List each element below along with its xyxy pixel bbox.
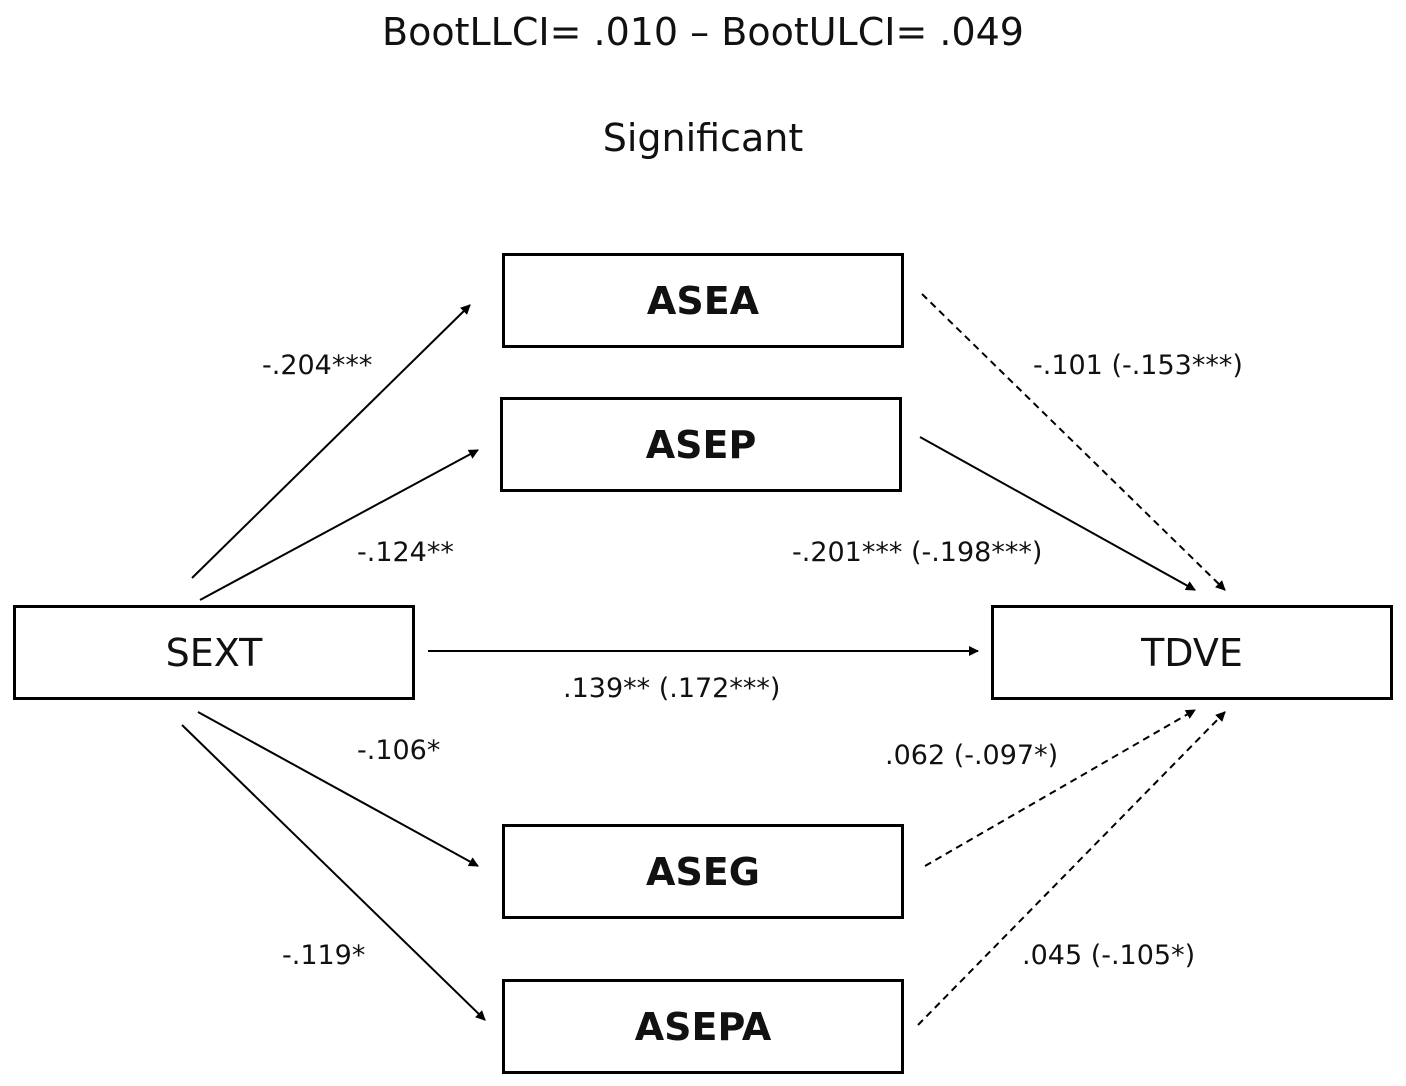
arrow-asea-tdve	[921, 293, 1226, 591]
coef-sext-asep: -.124**	[357, 537, 454, 568]
arrow-sext-asea	[191, 304, 471, 579]
node-asea: ASEA	[502, 253, 904, 348]
coef-sext-aseg: -.106*	[357, 735, 441, 766]
node-asep: ASEP	[500, 397, 902, 492]
node-sext: SEXT	[13, 605, 415, 700]
coef-aseg-tdve: .062 (-.097*)	[885, 740, 1059, 771]
arrow-asep-tdve	[919, 436, 1196, 591]
coef-asepa-tdve: .045 (-.105*)	[1022, 940, 1196, 971]
node-asepa: ASEPA	[502, 979, 904, 1074]
coef-asea-tdve: -.101 (-.153***)	[1033, 350, 1243, 381]
bootstrap-ci-title: BootLLCI= .010 – BootULCI= .049	[382, 10, 1024, 54]
arrow-sext-asepa	[181, 724, 486, 1021]
coef-sext-tdve: .139** (.172***)	[563, 673, 781, 704]
coef-sext-asepa: -.119*	[282, 940, 366, 971]
coef-sext-asea: -.204***	[262, 350, 373, 381]
arrow-aseg-tdve	[924, 709, 1196, 867]
arrow-asepa-tdve	[917, 711, 1226, 1026]
coef-asep-tdve: -.201*** (-.198***)	[792, 537, 1043, 568]
node-tdve: TDVE	[991, 605, 1393, 700]
node-aseg: ASEG	[502, 824, 904, 919]
significance-label: Significant	[602, 116, 804, 160]
arrow-sext-asep	[199, 449, 479, 601]
arrow-sext-aseg	[197, 711, 479, 867]
